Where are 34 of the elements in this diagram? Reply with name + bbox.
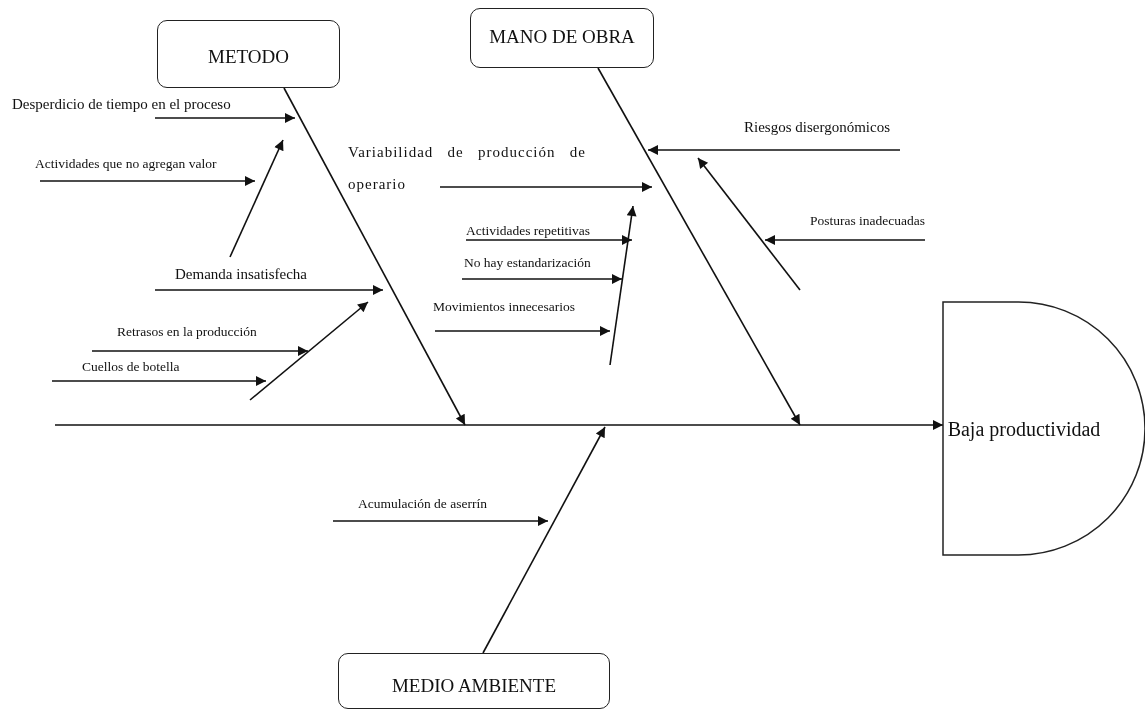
arrow (51, 376, 267, 386)
arrow (154, 113, 296, 123)
cause-label: Acumulación de aserrín (358, 497, 487, 512)
arrow (439, 182, 653, 192)
arrow (434, 326, 611, 336)
effect-box: Baja productividad (943, 302, 1145, 555)
cause-label: Demanda insatisfecha (175, 266, 308, 283)
arrow (697, 157, 801, 291)
arrow (229, 139, 284, 258)
cause-label: Desperdicio de tiempo en el proceso (12, 96, 231, 113)
arrow (482, 426, 606, 654)
arrow (647, 145, 901, 155)
arrow (332, 516, 549, 526)
cause-label: Riesgos disergonómicos (690, 119, 890, 136)
cause-label: Actividades repetitivas (466, 224, 591, 239)
cause-label: Posturas inadecuadas (772, 214, 925, 229)
cause-label: Retrasos en la producción (117, 325, 257, 340)
arrow (39, 176, 256, 186)
arrow (54, 420, 944, 430)
category-box: METODO (157, 20, 340, 88)
category-box: MEDIO AMBIENTE (338, 653, 610, 709)
arrow (154, 285, 384, 295)
arrow (91, 346, 309, 356)
cause-label: Actividades que no agregan valor (35, 157, 217, 172)
arrow (461, 274, 623, 284)
arrow (764, 235, 926, 245)
arrow (283, 87, 466, 426)
cause-label: No hay estandarización (464, 256, 591, 271)
arrow (597, 67, 801, 426)
cause-label: Cuellos de botella (82, 360, 180, 375)
category-box: MANO DE OBRA (470, 8, 654, 68)
arrow (465, 235, 633, 245)
cause-label: Movimientos innecesarios (433, 300, 576, 315)
cause-label: Variabilidad de producción de operario (348, 136, 586, 200)
